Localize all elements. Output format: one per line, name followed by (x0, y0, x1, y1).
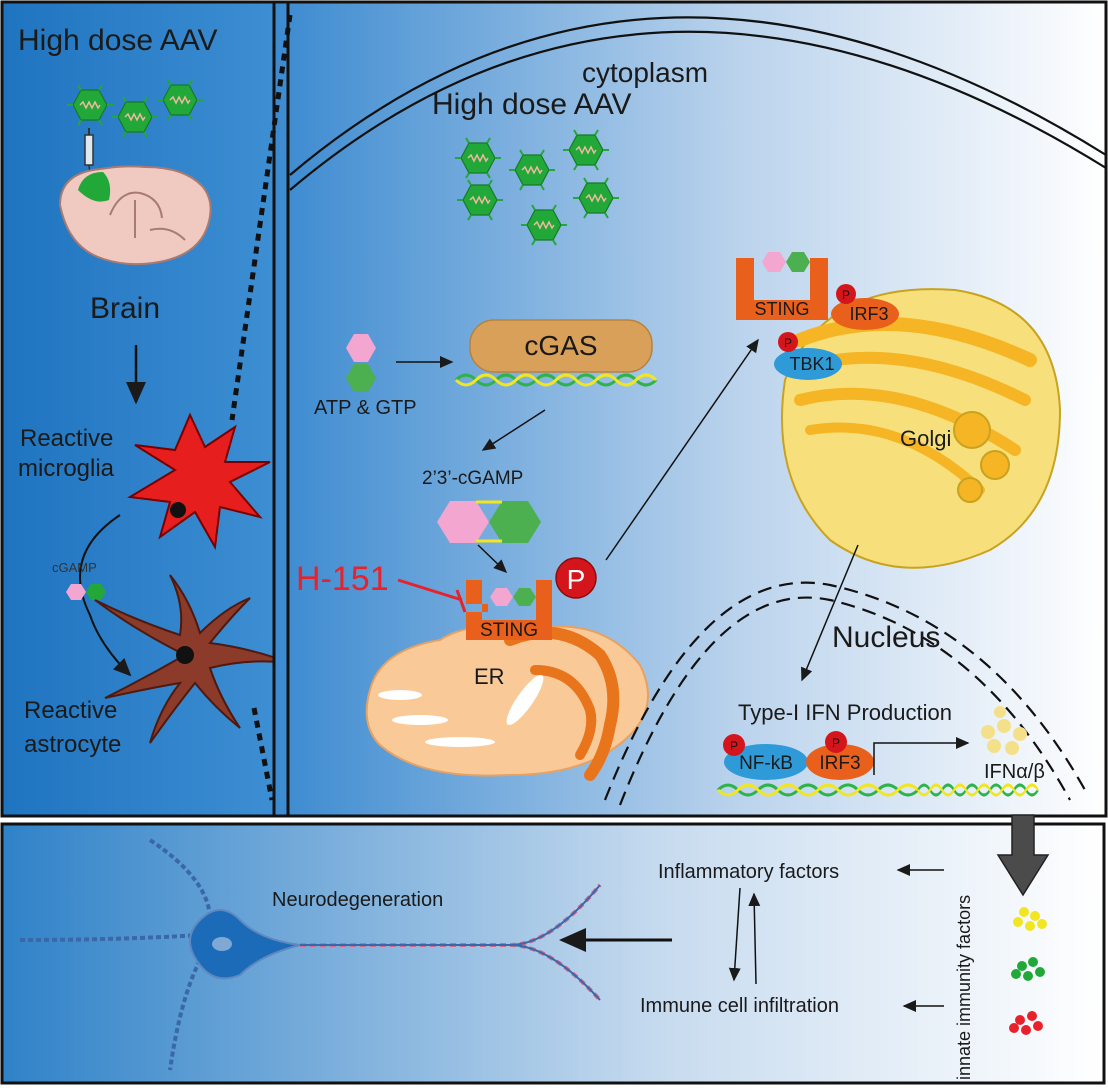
cgamp-molecule-icon (66, 584, 106, 600)
green-factor-cluster (1011, 957, 1045, 981)
irf3-nuclear-label: IRF3 (819, 753, 860, 774)
left-cgamp-label: cGAMP (52, 560, 97, 575)
bottom-panel: Neurodegeneration Inflammatory factors I… (0, 814, 1106, 1085)
ifn-production-label: Type-I IFN Production (738, 700, 952, 725)
irf3-nuclear-protein (806, 744, 874, 780)
cgamp-molecule-icon (437, 500, 541, 543)
phospho-label: P (567, 564, 586, 595)
irf3-label: IRF3 (849, 304, 888, 324)
golgi-organelle-icon (781, 288, 1062, 569)
brain-icon (58, 165, 212, 266)
atp-gtp-label: ATP & GTP (314, 397, 417, 419)
phospho-badge (836, 284, 856, 304)
cytoplasm-label: cytoplasm (582, 57, 708, 88)
yellow-factor-cluster (1013, 907, 1047, 931)
phospho-label: P (730, 739, 738, 753)
phospho-badge (555, 557, 597, 599)
tbk1-protein (774, 348, 842, 380)
astrocyte-label-line1: Reactive (24, 697, 117, 724)
left-panel: High dose AAV Brain Reactive microglia c… (0, 0, 291, 818)
tbk1-label: TBK1 (789, 354, 834, 374)
phospho-badge (778, 332, 798, 352)
immune-label: Immune cell infiltration (640, 995, 839, 1017)
inflammatory-label: Inflammatory factors (658, 861, 839, 883)
sting-receptor-icon (466, 580, 552, 640)
neurodegeneration-label: Neurodegeneration (272, 889, 443, 911)
atp-gtp-molecules-icon (346, 334, 376, 392)
inhibitor-label: H-151 (296, 560, 389, 598)
astrocyte-label-line2: astrocyte (24, 731, 121, 758)
sting-label: STING (480, 620, 538, 641)
nfkb-label: NF-kB (739, 753, 793, 774)
phospho-badge (723, 734, 745, 756)
cell-panel: cytoplasm High dose AAV ATP & GTP cGAS 2… (229, 0, 1108, 818)
ifn-label: IFNα/β (984, 761, 1045, 783)
phospho-label: P (842, 288, 850, 302)
golgi-label: Golgi (900, 426, 951, 451)
sting-golgi-label: STING (754, 299, 809, 319)
nfkb-protein (724, 744, 808, 780)
irf3-protein (831, 298, 899, 330)
innate-label: innate immunity factors (954, 895, 974, 1080)
er-label: ER (474, 664, 505, 689)
red-factor-cluster (1009, 1011, 1043, 1035)
phospho-badge (825, 731, 847, 753)
er-organelle-icon (365, 625, 649, 781)
phospho-label: P (784, 336, 792, 350)
cgas-enzyme-box (469, 319, 653, 373)
phospho-label: P (832, 736, 840, 750)
microglia-label-line2: microglia (18, 455, 115, 482)
nucleus-label: Nucleus (832, 621, 940, 654)
brain-label: Brain (90, 292, 160, 325)
cgamp-label: 2’3’-cGAMP (422, 468, 523, 489)
microglia-cell-icon (127, 412, 271, 551)
cgas-label: cGAS (524, 330, 597, 361)
down-arrow-icon (996, 814, 1050, 897)
microglia-label-line1: Reactive (20, 425, 113, 452)
left-title: High dose AAV (18, 24, 218, 57)
sting-golgi-icon (736, 252, 828, 320)
cell-aav-label: High dose AAV (432, 88, 632, 121)
ifn-particles-icon (981, 706, 1027, 755)
neuron-icon (19, 838, 602, 1071)
